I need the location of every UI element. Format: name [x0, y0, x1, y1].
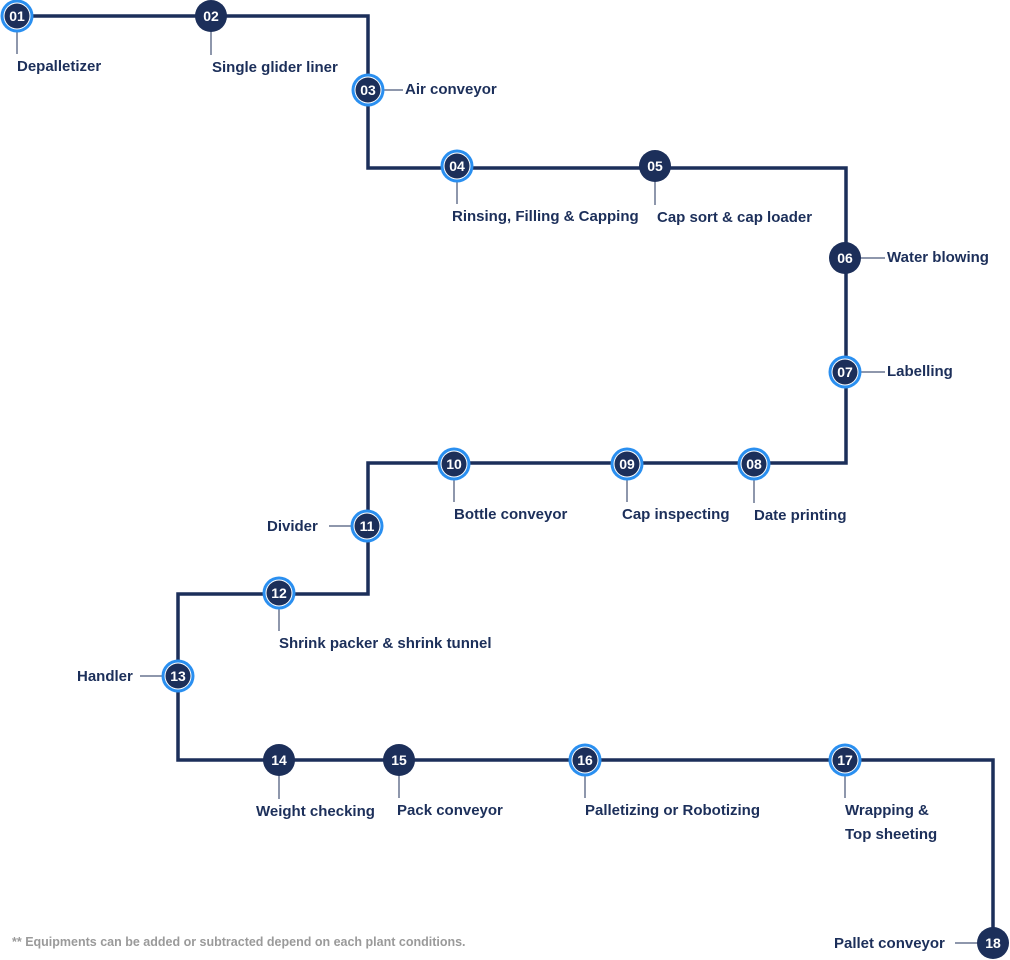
step-number: 04 [449, 158, 465, 174]
step-node-08: 08 [737, 447, 771, 481]
step-node-03: 03 [351, 73, 385, 107]
step-number: 05 [647, 158, 663, 174]
step-node-18: 18 [977, 927, 1009, 959]
step-node-01: 01 [0, 0, 34, 33]
step-node-06: 06 [829, 242, 861, 274]
step-label-05: Cap sort & cap loader [657, 209, 813, 226]
flow-path [17, 14, 995, 940]
step-label-12: Shrink packer & shrink tunnel [279, 635, 492, 652]
footnote: ** Equipments can be added or subtracted… [12, 935, 466, 949]
step-node-15: 15 [383, 744, 415, 776]
step-number: 11 [360, 518, 375, 534]
step-number: 01 [9, 8, 25, 24]
step-label-03: Air conveyor [405, 81, 497, 98]
step-number: 17 [837, 752, 853, 768]
step-node-12: 12 [262, 576, 296, 610]
step-label-11: Divider [267, 518, 318, 535]
step-label-10: Bottle conveyor [454, 506, 568, 523]
step-label-07: Labelling [887, 363, 953, 380]
step-number: 08 [746, 456, 762, 472]
step-number: 14 [271, 752, 287, 768]
step-label-16: Palletizing or Robotizing [585, 802, 760, 819]
step-node-11: 11 [350, 509, 384, 543]
step-node-13: 13 [161, 659, 195, 693]
step-label-15: Pack conveyor [397, 802, 503, 819]
step-label-14: Weight checking [256, 803, 375, 820]
step-number: 15 [391, 752, 407, 768]
step-label-08: Date printing [754, 507, 847, 524]
step-node-04: 04 [440, 149, 474, 183]
step-number: 10 [446, 456, 462, 472]
step-label-09: Cap inspecting [622, 506, 730, 523]
step-number: 03 [360, 82, 376, 98]
step-label-13: Handler [77, 668, 133, 685]
step-number: 07 [837, 364, 853, 380]
step-number: 13 [170, 668, 186, 684]
step-node-10: 10 [437, 447, 471, 481]
step-node-02: 02 [195, 0, 227, 32]
step-number: 12 [271, 585, 287, 601]
step-node-05: 05 [639, 150, 671, 182]
step-number: 18 [985, 935, 1001, 951]
step-number: 16 [577, 752, 593, 768]
step-label-04: Rinsing, Filling & Capping [452, 208, 639, 225]
step-number: 09 [619, 456, 635, 472]
step-node-09: 09 [610, 447, 644, 481]
step-node-17: 17 [828, 743, 862, 777]
step-label-17: Wrapping & Top sheeting [845, 802, 938, 843]
step-label-18: Pallet conveyor [834, 935, 945, 952]
step-node-16: 16 [568, 743, 602, 777]
step-label-06: Water blowing [887, 249, 989, 266]
step-label-02: Single glider liner [212, 59, 338, 76]
step-node-14: 14 [263, 744, 295, 776]
step-node-07: 07 [828, 355, 862, 389]
step-label-01: Depalletizer [17, 58, 102, 75]
step-number: 06 [837, 250, 853, 266]
step-number: 02 [203, 8, 219, 24]
